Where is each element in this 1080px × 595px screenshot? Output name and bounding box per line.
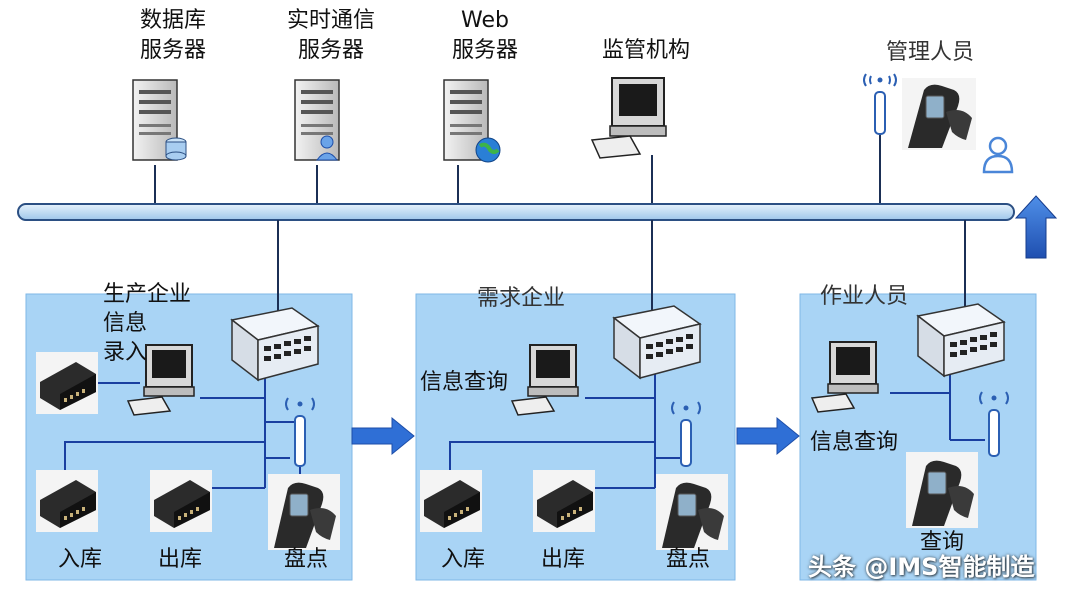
wifi-antenna-icon	[671, 401, 701, 467]
database-server-icon	[132, 79, 187, 161]
panel3-check-label: 查询	[920, 530, 965, 555]
panel1-title-line3: 录入	[103, 340, 148, 365]
regulator-computer-icon	[590, 77, 667, 159]
manager-scanner-icon	[902, 78, 976, 150]
wifi-antenna-icon	[979, 391, 1009, 457]
watermark: 头条 @IMS智能制造	[808, 553, 1035, 581]
db-server-label-line2: 服务器	[139, 38, 206, 63]
manager-antenna-icon	[863, 73, 897, 135]
web-server-label: Web 服务器	[440, 6, 530, 66]
db-server-label: 数据库 服务器	[128, 6, 218, 66]
db-server-label-line1: 数据库	[139, 8, 206, 33]
comm-server-label-line2: 服务器	[297, 38, 364, 63]
panel1-out-label: 出库	[158, 547, 203, 572]
panel1-title-line1: 生产企业	[103, 282, 192, 307]
handheld-scanner-icon	[656, 474, 728, 550]
rfid-reader-icon	[36, 352, 98, 414]
network-bus	[17, 203, 1015, 221]
network-switch-icon	[230, 307, 320, 382]
network-switch-icon	[916, 303, 1006, 378]
panel2-title: 需求企业	[477, 286, 566, 311]
panel2-out-label: 出库	[541, 547, 586, 572]
panel1-count-label: 盘点	[284, 547, 329, 572]
comm-server-icon	[294, 79, 340, 161]
web-server-label-line1: Web	[461, 8, 509, 33]
flow-arrow-1	[351, 416, 415, 456]
panel2-query-label: 信息查询	[420, 370, 509, 395]
manager-label: 管理人员	[886, 40, 975, 65]
rfid-reader-icon	[150, 470, 212, 532]
panel1-title-line2: 信息	[103, 311, 148, 336]
panel2-links	[449, 355, 680, 489]
panel2-count-label: 盘点	[666, 547, 711, 572]
user-person-icon	[982, 136, 1014, 174]
panel1-in-label: 入库	[58, 547, 103, 572]
regulator-label: 监管机构	[602, 38, 691, 63]
rfid-reader-icon	[420, 470, 482, 532]
demand-computer-icon	[510, 344, 579, 416]
panel3-title: 作业人员	[820, 284, 909, 309]
handheld-scanner-icon	[268, 474, 340, 550]
wifi-antenna-icon	[285, 397, 315, 467]
panel3-query-label: 信息查询	[810, 430, 899, 455]
production-computer-icon	[126, 344, 195, 416]
handheld-scanner-icon	[906, 452, 978, 528]
comm-server-label-line1: 实时通信	[286, 8, 375, 33]
network-switch-icon	[612, 305, 702, 380]
rfid-reader-icon	[36, 470, 98, 532]
rfid-reader-icon	[533, 470, 595, 532]
comm-server-label: 实时通信 服务器	[276, 6, 386, 66]
flow-arrow-2	[736, 416, 800, 456]
web-server-icon	[443, 79, 501, 163]
web-server-label-line2: 服务器	[451, 38, 518, 63]
worker-computer-icon	[810, 341, 879, 413]
upload-arrow	[1014, 195, 1058, 259]
panel2-in-label: 入库	[441, 547, 486, 572]
